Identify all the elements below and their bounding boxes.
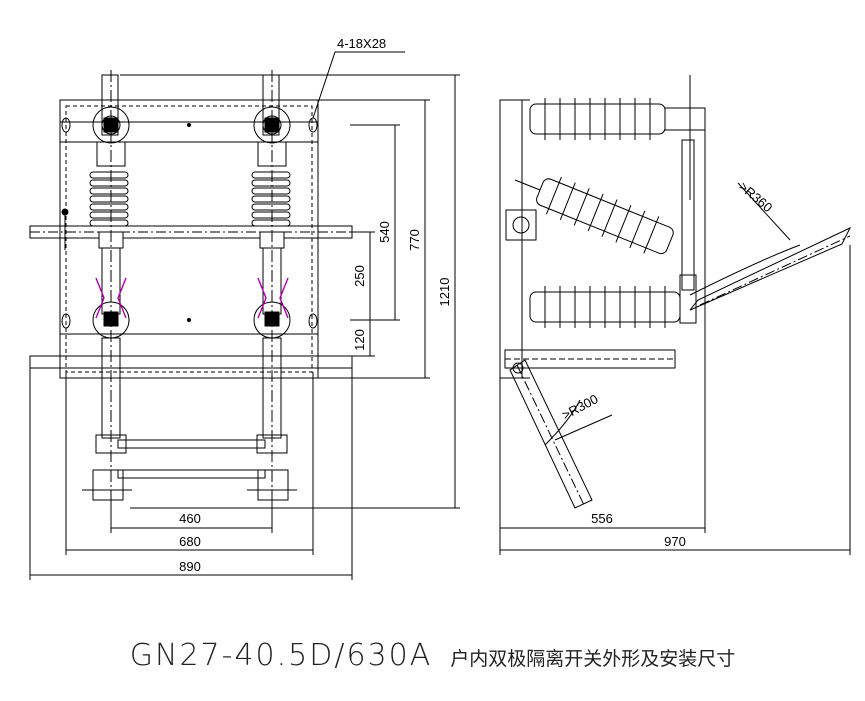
dim-770-label: 770 — [407, 229, 422, 251]
pole-left — [82, 70, 132, 520]
dim-556-label: 556 — [591, 511, 613, 526]
drawing-description: 户内双极隔离开关外形及安装尺寸 — [450, 648, 736, 670]
radius-upper-label: >R360 — [736, 179, 775, 215]
dim-890-label: 890 — [179, 559, 201, 574]
blade-lower — [509, 359, 613, 509]
dim-250-label: 250 — [352, 265, 367, 287]
side-view — [499, 75, 852, 555]
insulator-tilted — [536, 176, 674, 255]
dim-120-label: 120 — [352, 329, 367, 351]
front-view — [29, 51, 460, 580]
dim-680-label: 680 — [179, 534, 201, 549]
dim-970-label: 970 — [664, 534, 686, 549]
dim-460-label: 460 — [179, 511, 201, 526]
contact-springs — [95, 277, 289, 319]
drawing-title: GN27-40.5D/630A 户内双极隔离开关外形及安装尺寸 — [0, 638, 865, 673]
pole-right — [247, 70, 297, 520]
dim-1210-label: 1210 — [437, 278, 452, 307]
dim-540-label: 540 — [377, 221, 392, 243]
model-number: GN27-40.5D/630A — [129, 638, 433, 673]
insulator-upper — [529, 75, 706, 200]
radius-lower-label: >R300 — [559, 391, 600, 422]
blade-upper — [689, 182, 852, 311]
insulator-lower — [529, 274, 697, 328]
callout-holes-label: 4-18X28 — [337, 36, 386, 51]
